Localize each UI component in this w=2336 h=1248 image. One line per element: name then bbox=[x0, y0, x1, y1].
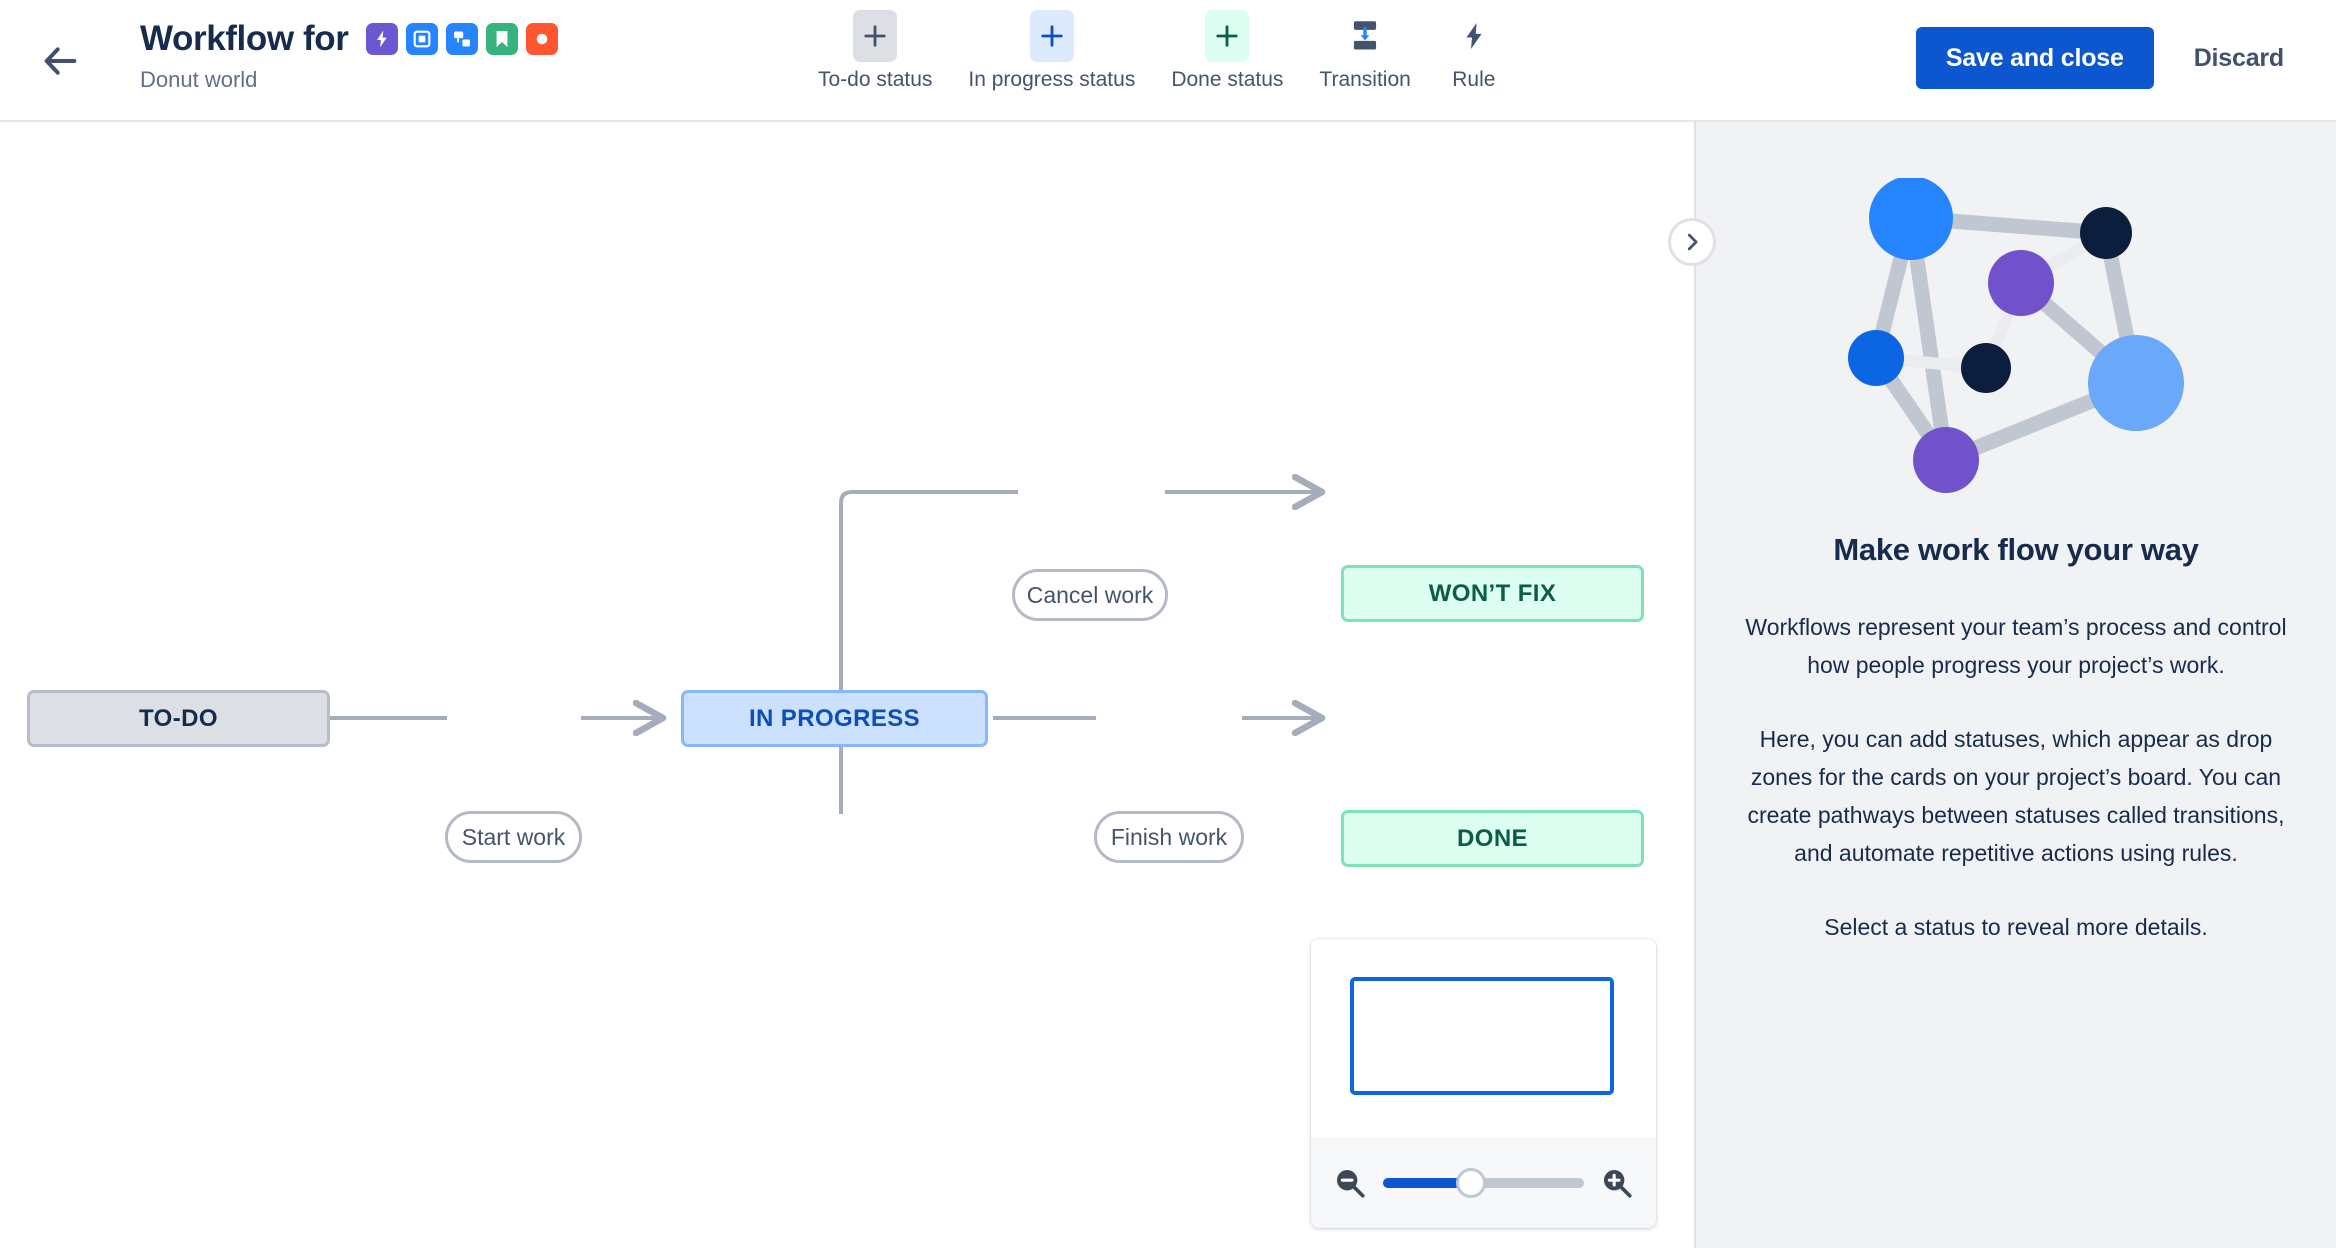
zoom-out-button[interactable] bbox=[1333, 1166, 1367, 1200]
plus-icon bbox=[1029, 10, 1074, 62]
zoom-slider[interactable] bbox=[1383, 1167, 1584, 1198]
arrow-left-icon bbox=[44, 47, 77, 75]
status-node-in-progress[interactable]: IN PROGRESS bbox=[681, 690, 988, 747]
toolbar-label: In progress status bbox=[968, 68, 1136, 91]
minimap-viewport-rect[interactable] bbox=[1350, 977, 1614, 1095]
toolbar-label: Transition bbox=[1319, 68, 1411, 91]
toolbar-item-inprogress-status[interactable]: In progress status bbox=[950, 10, 1153, 93]
zoom-controls bbox=[1311, 1137, 1656, 1228]
zoom-slider-thumb[interactable] bbox=[1456, 1167, 1487, 1198]
bookmark-icon[interactable] bbox=[486, 23, 519, 55]
graph-node bbox=[1961, 343, 2011, 393]
graph-node bbox=[2080, 207, 2132, 259]
page-subtitle: Donut world bbox=[140, 67, 258, 92]
zoom-slider-fill bbox=[1383, 1177, 1472, 1188]
status-node-label: TO-DO bbox=[139, 704, 218, 732]
chevron-right-icon bbox=[1687, 233, 1698, 251]
zoom-in-button[interactable] bbox=[1600, 1166, 1634, 1200]
magnifier-minus-icon bbox=[1336, 1169, 1365, 1198]
minimap-panel[interactable] bbox=[1311, 939, 1656, 1228]
minimap-body[interactable] bbox=[1311, 939, 1656, 1137]
workflow-canvas[interactable]: TO-DO IN PROGRESS WON’T FIX DONE Start w… bbox=[0, 122, 1692, 1248]
toolbar-item-done-status[interactable]: Done status bbox=[1153, 10, 1301, 93]
panel-paragraph: Here, you can add statuses, which appear… bbox=[1747, 726, 2285, 866]
graph-node bbox=[1869, 178, 1953, 260]
title-block: Workflow for bbox=[140, 18, 559, 94]
status-node-done[interactable]: DONE bbox=[1341, 810, 1644, 867]
workflow-node-graph-illustration bbox=[1848, 178, 2184, 493]
discard-button[interactable]: Discard bbox=[2180, 27, 2298, 89]
transition-pill-finish-work[interactable]: Finish work bbox=[1094, 811, 1244, 863]
transition-connectors bbox=[330, 122, 1692, 814]
rule-lightning-icon bbox=[1452, 10, 1496, 62]
status-node-todo[interactable]: TO-DO bbox=[27, 690, 330, 747]
issue-type-icon-group bbox=[366, 23, 559, 55]
toolbar-label: To-do status bbox=[818, 68, 933, 91]
graph-node bbox=[1848, 330, 1904, 386]
toolbar-label: Rule bbox=[1452, 68, 1496, 91]
transition-pill-cancel-work[interactable]: Cancel work bbox=[1012, 569, 1168, 621]
transition-label: Finish work bbox=[1110, 823, 1228, 850]
app-header: Workflow for bbox=[0, 0, 2336, 122]
status-node-label: IN PROGRESS bbox=[748, 704, 921, 732]
status-node-label: WON’T FIX bbox=[1428, 579, 1557, 607]
workflow-toolbar: To-do status In progress status Done sta… bbox=[800, 10, 1519, 93]
panel-paragraph: Workflows represent your team’s process … bbox=[1745, 614, 2287, 678]
status-node-label: DONE bbox=[1457, 824, 1528, 852]
transition-label: Cancel work bbox=[1026, 581, 1154, 608]
status-node-wont-fix[interactable]: WON’T FIX bbox=[1341, 565, 1644, 622]
toolbar-item-transition[interactable]: Transition bbox=[1301, 10, 1428, 93]
header-actions: Save and close Discard bbox=[1915, 27, 2298, 89]
magnifier-plus-icon bbox=[1603, 1169, 1632, 1198]
graph-node bbox=[1988, 250, 2054, 316]
panel-collapse-button[interactable] bbox=[1668, 218, 1716, 266]
toolbar-label: Done status bbox=[1171, 68, 1284, 91]
subtask-icon[interactable] bbox=[446, 23, 479, 55]
toolbar-item-todo-status[interactable]: To-do status bbox=[800, 10, 950, 93]
epic-icon[interactable] bbox=[366, 23, 399, 55]
transition-pill-start-work[interactable]: Start work bbox=[445, 811, 582, 863]
panel-title: Make work flow your way bbox=[1833, 532, 2199, 567]
back-button[interactable] bbox=[38, 38, 84, 84]
panel-paragraph: Select a status to reveal more details. bbox=[1824, 914, 2208, 940]
plus-icon bbox=[853, 10, 898, 62]
transition-icon bbox=[1343, 10, 1387, 62]
transition-label: Start work bbox=[461, 823, 566, 850]
save-and-close-button[interactable]: Save and close bbox=[1915, 27, 2154, 89]
graph-node bbox=[1913, 427, 1979, 493]
story-icon[interactable] bbox=[406, 23, 439, 55]
page-title: Workflow for bbox=[140, 19, 349, 58]
bug-icon[interactable] bbox=[526, 23, 559, 55]
toolbar-item-rule[interactable]: Rule bbox=[1429, 10, 1519, 93]
info-panel: Make work flow your way Workflows repres… bbox=[1694, 122, 2336, 1248]
graph-node bbox=[2088, 335, 2184, 431]
plus-icon bbox=[1205, 10, 1250, 62]
